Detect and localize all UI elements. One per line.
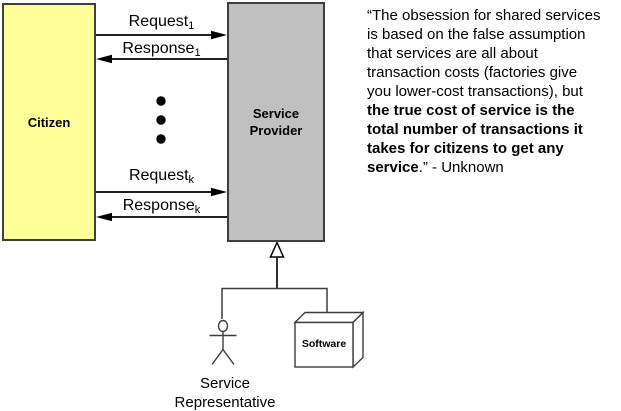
quote-line: you lower-cost transactions), but	[367, 83, 583, 100]
quote-last-line: service.” - Unknown	[367, 159, 504, 176]
quote-line: takes for citizens to get any	[367, 140, 564, 157]
response-1-label: Response1	[122, 40, 201, 59]
actor-icon	[209, 319, 237, 365]
quote-line: transaction costs (factories give	[367, 64, 578, 81]
service-provider-node: Service Provider	[227, 2, 325, 242]
ellipsis-dots-icon	[156, 96, 166, 144]
request-1-subscript: 1	[188, 20, 195, 32]
quote-line: the true cost of service is the	[367, 102, 575, 119]
request-k-subscript: k	[188, 174, 195, 186]
response-k-label: Responsek	[122, 197, 201, 216]
service-representative-label: Service Representative	[174, 375, 276, 411]
citizen-label: Citizen	[27, 114, 71, 130]
quote-line: total number of transactions it	[367, 121, 583, 138]
citizen-node: Citizen	[2, 3, 96, 241]
response-1-subscript: 1	[194, 47, 201, 59]
request-k-label: Requestk	[128, 167, 195, 186]
quote-line: is based on the false assumption	[367, 26, 586, 43]
quote-line: that services are all about	[367, 45, 538, 62]
software-label: Software	[301, 338, 347, 350]
service-provider-label: Service Provider	[249, 106, 303, 138]
quote-block: “The obsession for shared services is ba…	[367, 6, 619, 177]
request-1-label: Request1	[128, 13, 195, 32]
inheritance-connector	[221, 287, 328, 319]
response-k-subscript: k	[194, 204, 201, 216]
quote-line: “The obsession for shared services	[367, 7, 601, 24]
request-k-arrow	[96, 187, 227, 197]
generalization-arrow-icon	[269, 240, 285, 289]
